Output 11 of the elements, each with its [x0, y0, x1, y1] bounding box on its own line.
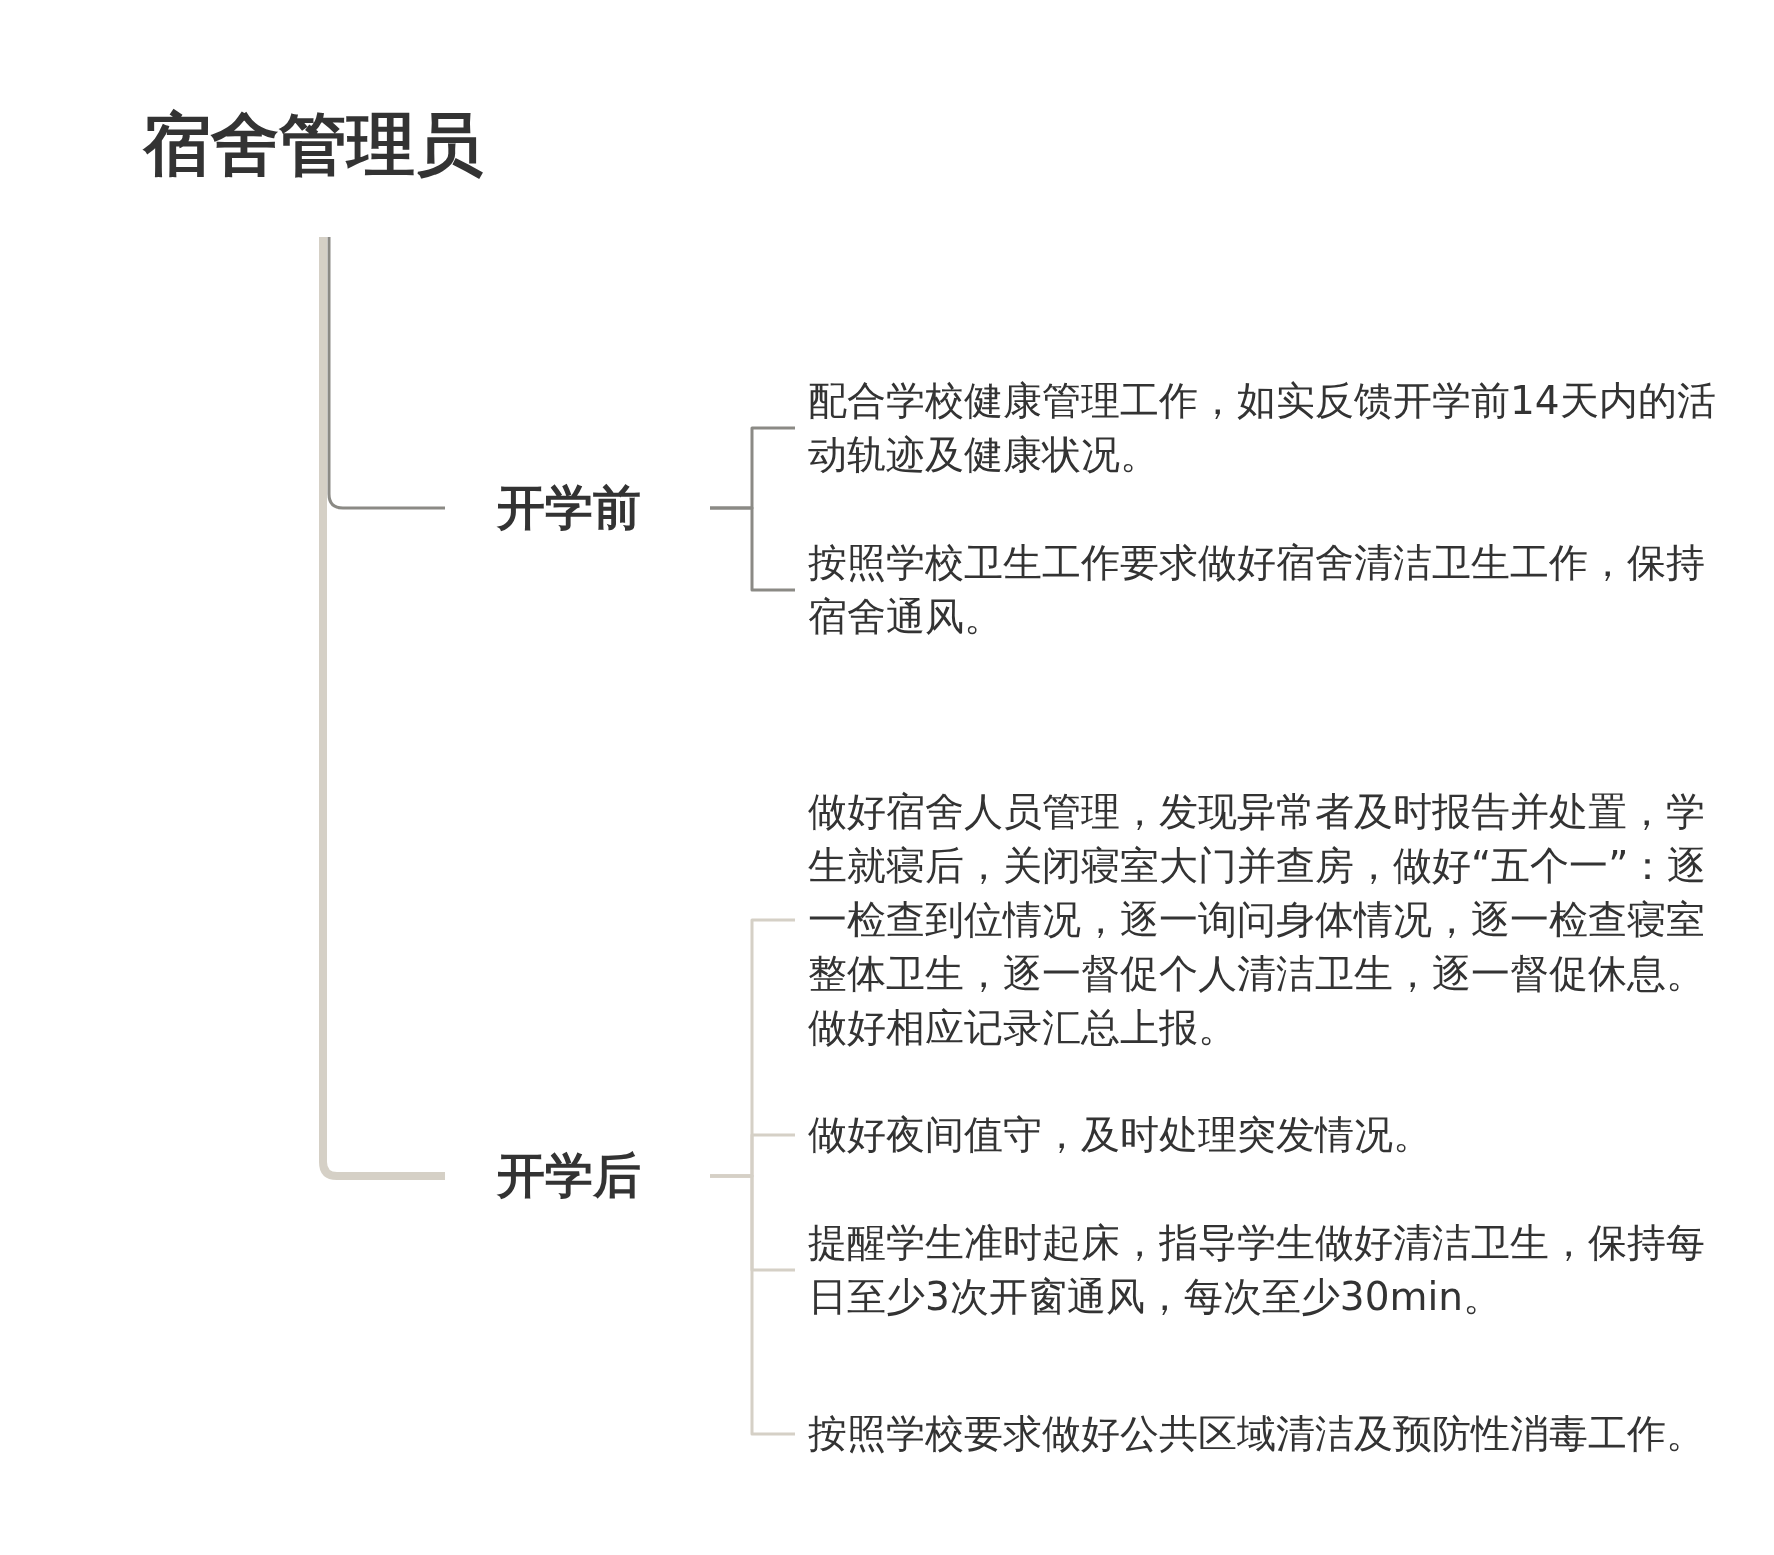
connector-line	[710, 506, 795, 592]
leaf-topic-text: 按照学校卫生工作要求做好宿舍清洁卫生工作，保持宿舍通风。	[808, 539, 1706, 641]
leaf-topic-text: 按照学校要求做好公共区域清洁及预防性消毒工作。	[808, 1410, 1706, 1458]
root-topic-text: 宿舍管理员	[143, 103, 484, 186]
branch-topic-text: 开学前	[497, 478, 642, 537]
branch-topic-text: 开学后	[497, 1146, 642, 1205]
leaf-topic-text: 配合学校健康管理工作，如实反馈开学前14天内的活动轨迹及健康状况。	[808, 377, 1717, 479]
connector-line	[327, 237, 445, 510]
leaf-topic-text: 做好夜间值守，及时处理突发情况。	[808, 1111, 1433, 1159]
leaf-topic-text: 提醒学生准时起床，指导学生做好清洁卫生，保持每日至少3次开窗通风，每次至少30min。	[808, 1219, 1706, 1321]
leaf-topic-text: 做好宿舍人员管理，发现异常者及时报告并处置，学生就寝后，关闭寝室大门并查房，做好“五个一”：逐一检查到位情况，逐一询问身体情况，逐一检查寝室整体卫生，逐一督促个人清洁卫生，逐一督促休息。做好相应记录汇总上报。	[808, 788, 1708, 1052]
